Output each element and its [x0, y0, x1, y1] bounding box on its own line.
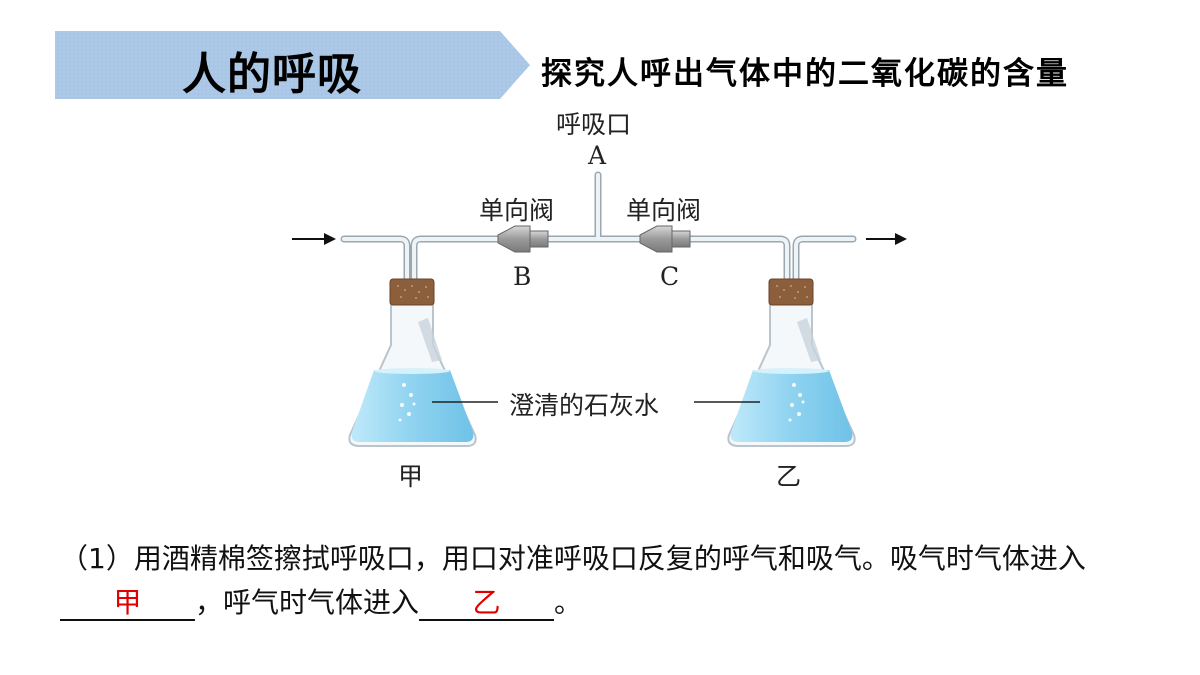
flask-left-label: 甲 — [398, 462, 424, 491]
outlet-arrow — [866, 233, 907, 245]
question-part-1: （1）用酒精棉签擦拭呼吸口，用口对准呼吸口反复的呼气和吸气。吸气时气体进入 — [60, 542, 1086, 575]
flask-right-label: 乙 — [776, 462, 802, 491]
valve-left-letter: B — [513, 262, 532, 291]
flask-left — [348, 278, 477, 447]
valve-b — [497, 225, 549, 253]
answer-blank-1: 甲 — [60, 587, 195, 621]
valve-right-label: 单向阀 — [626, 196, 702, 225]
question-text: （1）用酒精棉签擦拭呼吸口，用口对准呼吸口反复的呼气和吸气。吸气时气体进入甲，呼… — [60, 537, 1160, 625]
page-subtitle: 探究人呼出气体中的二氧化碳的含量 — [541, 56, 1069, 92]
title-banner — [55, 31, 530, 99]
valve-left-label: 单向阀 — [479, 196, 555, 225]
flask-right — [727, 278, 856, 447]
glass-tubes — [340, 171, 857, 444]
question-part-3: 。 — [554, 586, 583, 619]
inlet-arrow — [292, 233, 336, 245]
limewater-label: 澄清的石灰水 — [509, 391, 660, 420]
question-part-2: ，呼气时气体进入 — [195, 586, 420, 619]
mouthpiece-letter: A — [588, 141, 607, 170]
page-title: 人的呼吸 — [182, 49, 362, 100]
answer-blank-2: 乙 — [419, 587, 555, 621]
valve-right-letter: C — [660, 262, 680, 291]
mouthpiece-label: 呼吸口 — [556, 110, 632, 139]
valve-c — [639, 225, 691, 253]
